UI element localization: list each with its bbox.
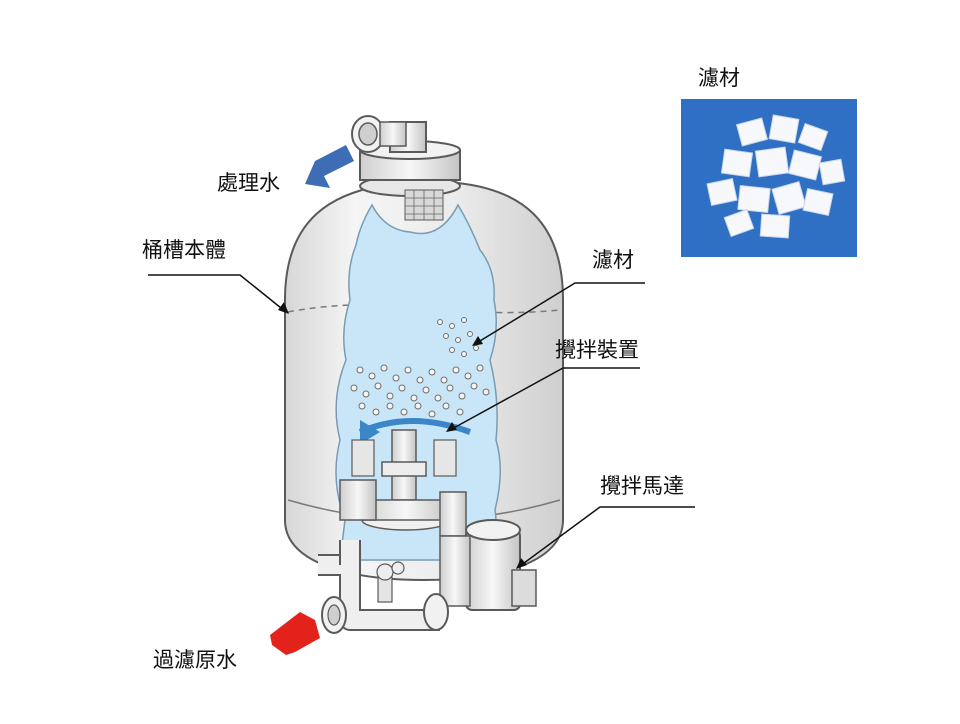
tank-body-label: 桶槽本體 xyxy=(142,238,226,262)
treated-water-label: 處理水 xyxy=(217,171,280,195)
raw-water-label: 過濾原水 xyxy=(153,648,237,672)
leader-filter-media xyxy=(474,282,645,345)
stirring-device xyxy=(339,418,472,537)
stirring-device-label: 攪拌裝置 xyxy=(555,338,639,362)
inlet-arrow xyxy=(270,612,320,655)
stirring-motor-label: 攪拌馬達 xyxy=(600,474,684,498)
leader-lines xyxy=(148,274,695,567)
arrowhead-filter-media xyxy=(472,336,483,346)
leader-stirring-device xyxy=(449,367,640,431)
leader-arrowheads xyxy=(278,302,527,569)
arrowhead-tank-body xyxy=(278,302,289,314)
leader-tank-body xyxy=(148,274,287,313)
filter-media-label: 濾材 xyxy=(592,248,634,272)
filter-media-beads xyxy=(350,317,490,418)
arrowhead-stirring-device xyxy=(446,422,457,432)
arrowhead-stirring-motor xyxy=(516,558,527,569)
filter-media-cubes xyxy=(706,114,846,239)
leader-stirring-motor xyxy=(519,506,695,567)
photo-caption: 濾材 xyxy=(698,66,740,90)
filter-media-photo xyxy=(681,99,857,257)
stirring-motor xyxy=(439,519,537,611)
outlet-arrow xyxy=(305,145,354,188)
inlet-piping xyxy=(318,540,449,634)
outlet-head xyxy=(351,115,461,221)
